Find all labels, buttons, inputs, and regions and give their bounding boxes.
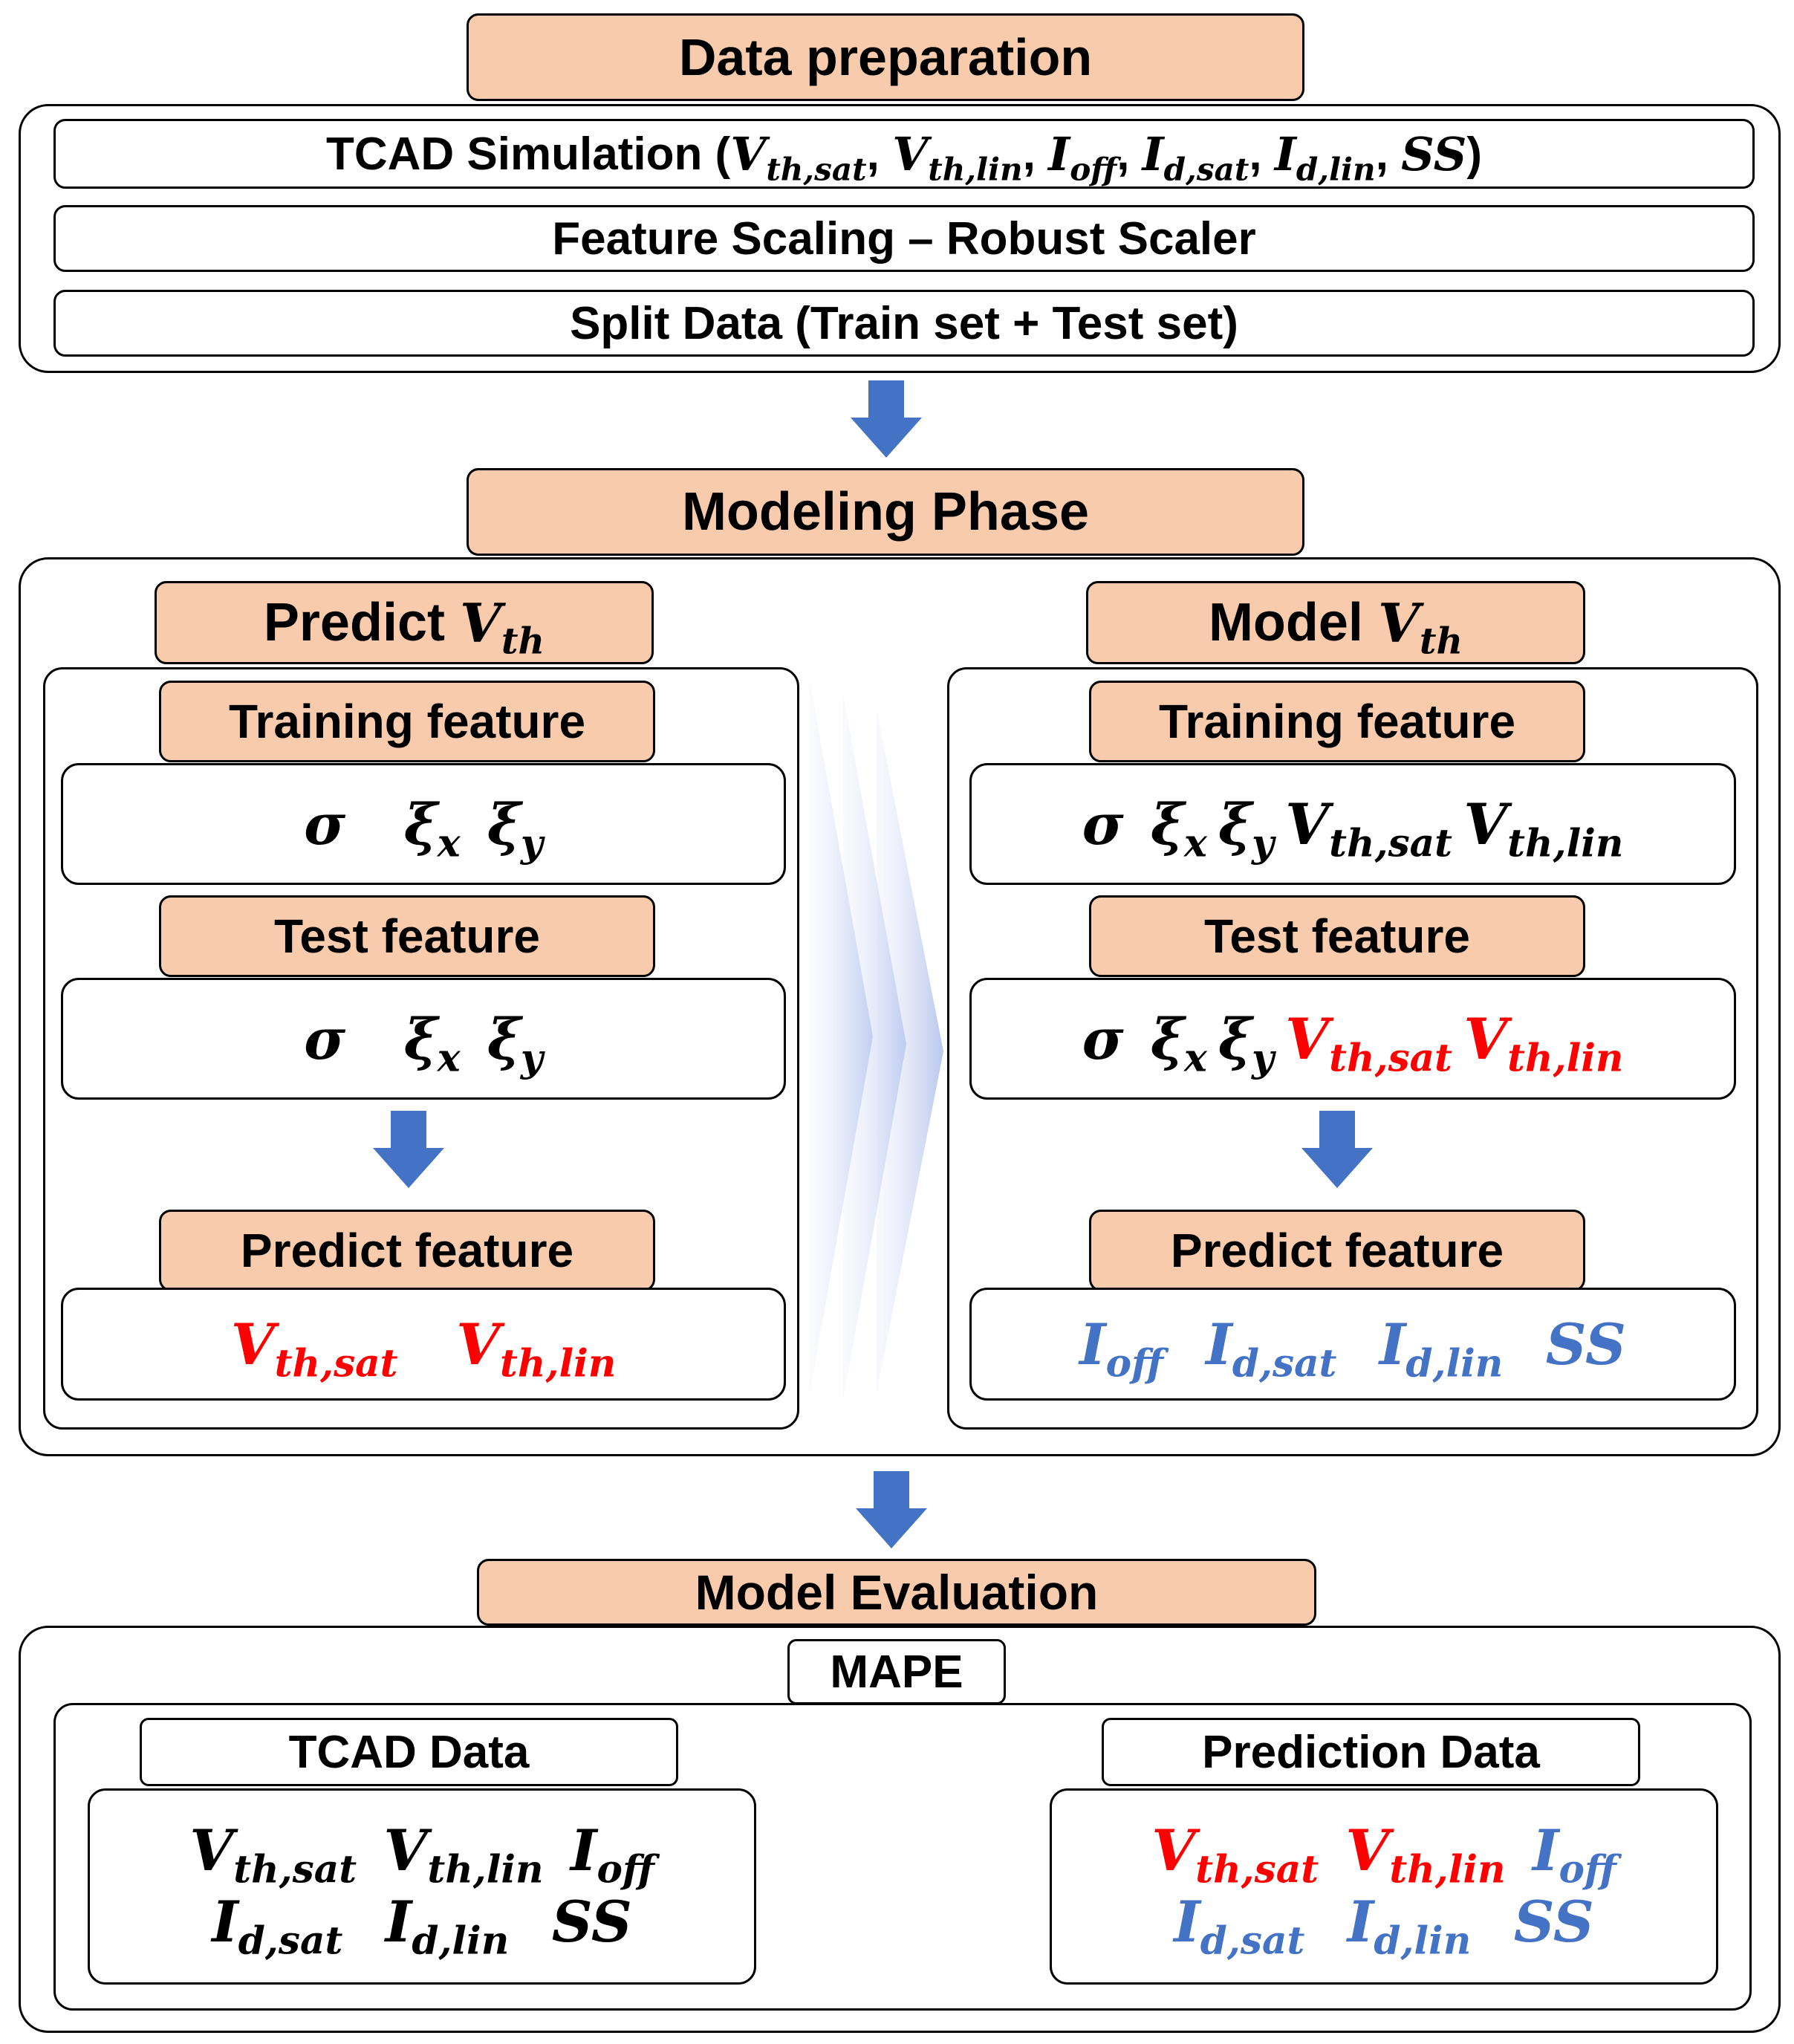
down-arrow-icon [851,380,922,458]
ioff-symbol: Ioff [1079,1311,1163,1386]
ss-symbol: SS [551,1889,632,1955]
model-evaluation-header: Model Evaluation [477,1559,1316,1626]
right-predict-feature-label: Predict feature [1170,1224,1504,1277]
modeling-phase-title: Modeling Phase [681,482,1090,542]
id-lin-symbol: Id,lin [1347,1889,1472,1964]
right-test-feature-header: Test feature [1089,895,1585,977]
xi-y-symbol: ξy [1218,791,1274,866]
tcad-data-label: TCAD Data [140,1718,678,1786]
mape-label: MAPE [787,1639,1006,1704]
sigma-symbol: σ [1082,791,1124,857]
tcad-data-text: TCAD Data [288,1726,530,1778]
right-test-feature-box: σ ξx ξy Vth,sat Vth,lin [969,978,1736,1100]
xi-x-symbol: ξx [1150,1005,1207,1081]
vth-symbol: Vth [460,591,545,663]
xi-y-symbol: ξy [487,791,543,866]
prediction-data-text: Prediction Data [1202,1726,1540,1778]
modeling-phase-header: Modeling Phase [467,468,1304,556]
ss-symbol: SS [1401,126,1467,181]
sigma-symbol: σ [1082,1005,1124,1072]
left-training-feature-label: Training feature [228,695,586,748]
model-vth-word: Model [1208,593,1363,652]
left-predict-feature-box: Vth,sat Vth,lin [61,1288,786,1401]
sigma-symbol: σ [304,791,346,857]
vth-lin-symbol: Vth,lin [1345,1817,1506,1892]
data-preparation-header: Data preparation [467,13,1304,101]
down-arrow-icon [856,1471,927,1548]
vth-symbol: Vth [1377,591,1463,663]
id-lin-symbol: Id,lin [1274,126,1376,187]
predict-vth-word: Predict [263,593,445,652]
model-vth-header: Model Vth [1086,581,1585,664]
tcad-simulation-prefix: TCAD Simulation ( [326,128,731,180]
chevron-arrow-icon [802,680,951,1423]
ss-symbol: SS [1513,1889,1594,1955]
right-test-feature-label: Test feature [1203,909,1471,963]
ioff-symbol: Ioff [570,1817,654,1892]
right-training-feature-label: Training feature [1158,695,1516,748]
tcad-simulation-row: TCAD Simulation ( Vth,sat, Vth,lin, Ioff… [53,119,1755,189]
vth-sat-symbol: Vth,sat [730,126,867,187]
right-training-feature-box: σ ξx ξy Vth,sat Vth,lin [969,763,1736,885]
data-preparation-title: Data preparation [678,28,1093,86]
ioff-symbol: Ioff [1532,1817,1616,1892]
left-test-feature-header: Test feature [159,895,655,977]
id-sat-symbol: Id,sat [1174,1889,1305,1964]
prediction-data-label: Prediction Data [1102,1718,1640,1786]
xi-y-symbol: ξy [487,1005,543,1081]
left-training-feature-box: σ ξx ξy [61,763,786,885]
predict-vth-header: Predict Vth [155,581,654,664]
vth-lin-symbol: Vth,lin [892,126,1023,187]
left-predict-feature-header: Predict feature [159,1210,655,1291]
right-predict-feature-header: Predict feature [1089,1210,1585,1291]
id-sat-symbol: Id,sat [212,1889,343,1964]
left-training-feature-header: Training feature [159,681,655,762]
id-lin-symbol: Id,lin [1379,1311,1504,1386]
split-data-row: Split Data (Train set + Test set) [53,290,1755,357]
vth-sat-symbol: Vth,sat [230,1311,398,1386]
vth-lin-symbol: Vth,lin [1463,1005,1624,1081]
ss-symbol: SS [1545,1311,1626,1378]
xi-x-symbol: ξx [1150,791,1207,866]
prediction-data-box: Vth,sat Vth,lin Ioff Id,sat Id,lin SS [1050,1788,1718,1985]
ioff-symbol: Ioff [1048,126,1117,187]
mape-text: MAPE [830,1646,963,1698]
left-predict-feature-label: Predict feature [240,1224,574,1277]
sigma-symbol: σ [304,1005,346,1072]
vth-sat-symbol: Vth,sat [1285,791,1453,866]
vth-lin-symbol: Vth,lin [383,1817,544,1892]
id-sat-symbol: Id,sat [1206,1311,1337,1386]
id-lin-symbol: Id,lin [385,1889,510,1964]
vth-sat-symbol: Vth,sat [1285,1005,1453,1081]
feature-scaling-row: Feature Scaling – Robust Scaler [53,205,1755,272]
vth-lin-symbol: Vth,lin [1463,791,1624,866]
xi-x-symbol: ξx [403,1005,461,1081]
split-data-text: Split Data (Train set + Test set) [570,297,1238,349]
left-test-feature-label: Test feature [273,909,541,963]
right-predict-feature-box: Ioff Id,sat Id,lin SS [969,1288,1736,1401]
right-training-feature-header: Training feature [1089,681,1585,762]
xi-x-symbol: ξx [403,791,461,866]
id-sat-symbol: Id,sat [1142,126,1249,187]
down-arrow-icon [373,1111,444,1188]
left-test-feature-box: σ ξx ξy [61,978,786,1100]
feature-scaling-text: Feature Scaling – Robust Scaler [552,212,1256,265]
tcad-simulation-suffix: ) [1466,128,1482,180]
vth-sat-symbol: Vth,sat [1151,1817,1319,1892]
xi-y-symbol: ξy [1218,1005,1274,1081]
tcad-data-box: Vth,sat Vth,lin Ioff Id,sat Id,lin SS [88,1788,756,1985]
vth-lin-symbol: Vth,lin [456,1311,617,1386]
model-evaluation-title: Model Evaluation [695,1565,1099,1620]
down-arrow-icon [1301,1111,1373,1188]
vth-sat-symbol: Vth,sat [189,1817,357,1892]
